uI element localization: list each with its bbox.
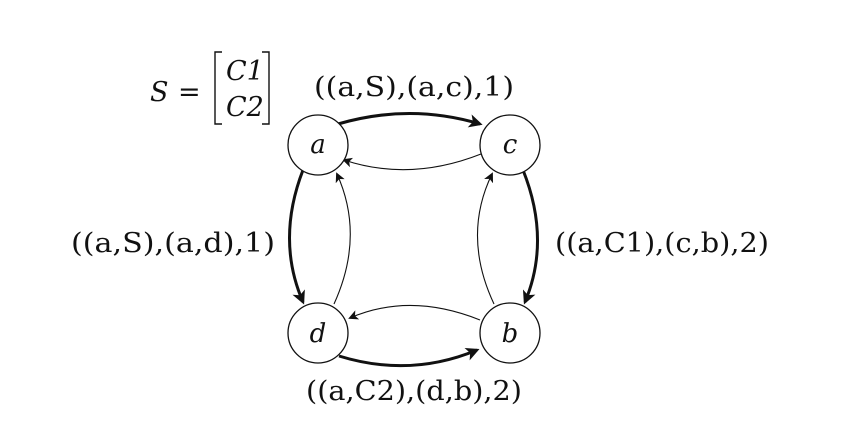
edge-label-d-b: ((a,C2),(d,b),2) — [306, 376, 522, 407]
node-d: d — [287, 302, 349, 364]
node-b: b — [479, 302, 541, 364]
edge-a-to-d — [288, 169, 305, 305]
node-c-label: c — [503, 130, 518, 160]
node-c: c — [479, 114, 541, 176]
matrix-left-bracket — [214, 51, 222, 125]
matrix-row-1: C2 — [226, 92, 264, 123]
nodes: a c d b — [287, 114, 541, 364]
edge-label-a-c: ((a,S),(a,c),1) — [314, 72, 514, 103]
node-d-circle — [287, 302, 349, 364]
matrix-name: S — [150, 77, 169, 108]
edges — [288, 112, 539, 368]
edge-label-c-b: ((a,C1),(c,b),2) — [555, 228, 769, 259]
node-a: a — [287, 114, 349, 176]
matrix-equals: = — [178, 77, 201, 108]
node-d-label: d — [310, 319, 327, 349]
edge-b-to-d — [348, 304, 481, 321]
edge-labels: ((a,S),(a,c),1) ((a,S),(a,d),1) ((a,C1),… — [71, 72, 769, 407]
node-a-label: a — [310, 130, 326, 160]
edge-c-to-a — [342, 153, 482, 171]
node-c-circle — [479, 114, 541, 176]
matrix-row-0: C1 — [226, 56, 264, 87]
edge-d-to-a — [333, 172, 351, 305]
matrix-definition: S = C1 C2 — [150, 51, 270, 125]
edge-a-to-c — [337, 112, 483, 128]
edge-d-to-b — [338, 347, 480, 368]
edge-label-a-d: ((a,S),(a,d),1) — [71, 228, 275, 259]
edge-b-to-c — [476, 172, 495, 305]
node-a-circle — [287, 114, 349, 176]
matrix-right-bracket — [262, 51, 270, 125]
edge-c-to-b — [521, 169, 539, 305]
node-b-circle — [479, 302, 541, 364]
node-b-label: b — [502, 319, 519, 349]
